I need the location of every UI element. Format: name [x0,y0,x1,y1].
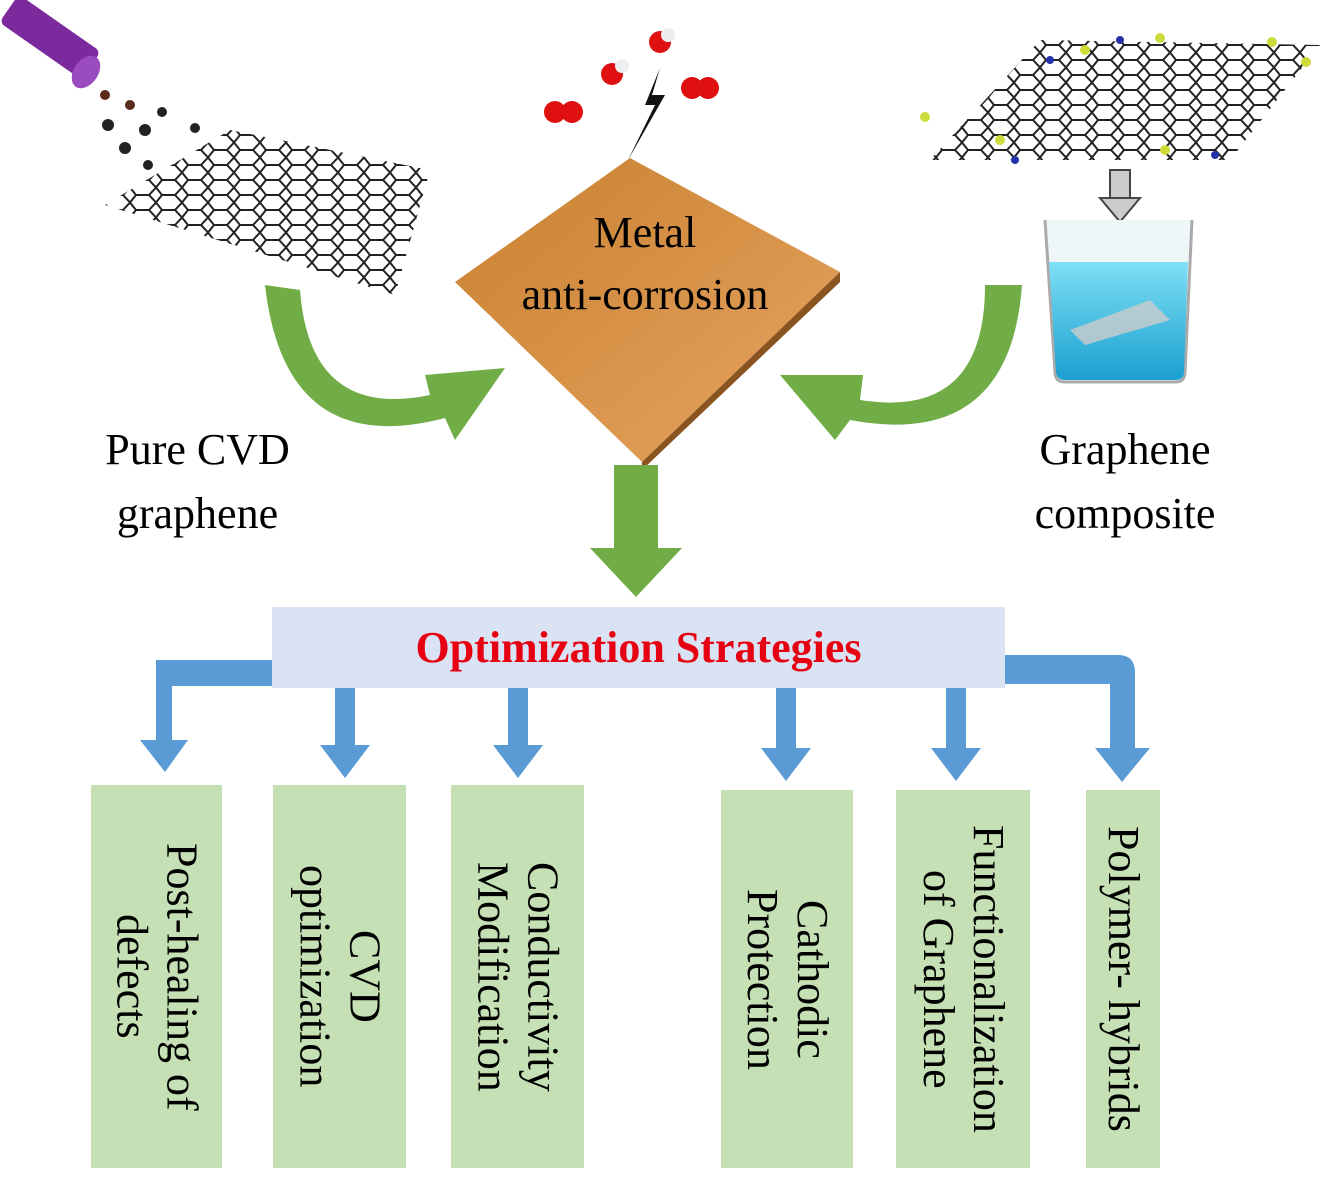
center-label-line1: Metal [593,208,697,257]
pure-cvd-line2: graphene [116,489,279,538]
center-label-line2: anti-corrosion [521,270,769,319]
metal-plate [455,158,840,462]
composite-line1: Graphene [1039,425,1211,474]
lightning-icon [628,68,665,160]
right-curved-arrow [780,285,1022,440]
branch-arrows [140,655,1150,782]
optimization-box: Optimization Strategies [272,607,1005,688]
optimization-title: Optimization Strategies [415,623,862,672]
graphene-composite-label: Graphene composite [1005,425,1245,539]
pure-cvd-line1: Pure CVD [105,425,290,474]
cvd-graphene-sheet [105,130,430,295]
strategy-polymer-hybrids: Polymer- hybrids [1086,790,1160,1168]
pure-cvd-label: Pure CVD graphene [80,425,315,539]
functional-groups [920,33,1311,155]
composite-line2: composite [1034,489,1216,538]
center-label: Metal anti-corrosion [470,202,820,326]
beaker-icon [1043,219,1194,384]
functionalized-graphene-sheet [930,40,1320,160]
dopant-tube-icon [1,0,200,170]
left-curved-arrow [265,285,505,440]
strategy-text: Polymer- hybrids [1099,826,1148,1132]
dispersion-arrow-icon [1097,169,1143,224]
down-arrow [590,465,682,597]
molecules-icon [544,28,719,160]
